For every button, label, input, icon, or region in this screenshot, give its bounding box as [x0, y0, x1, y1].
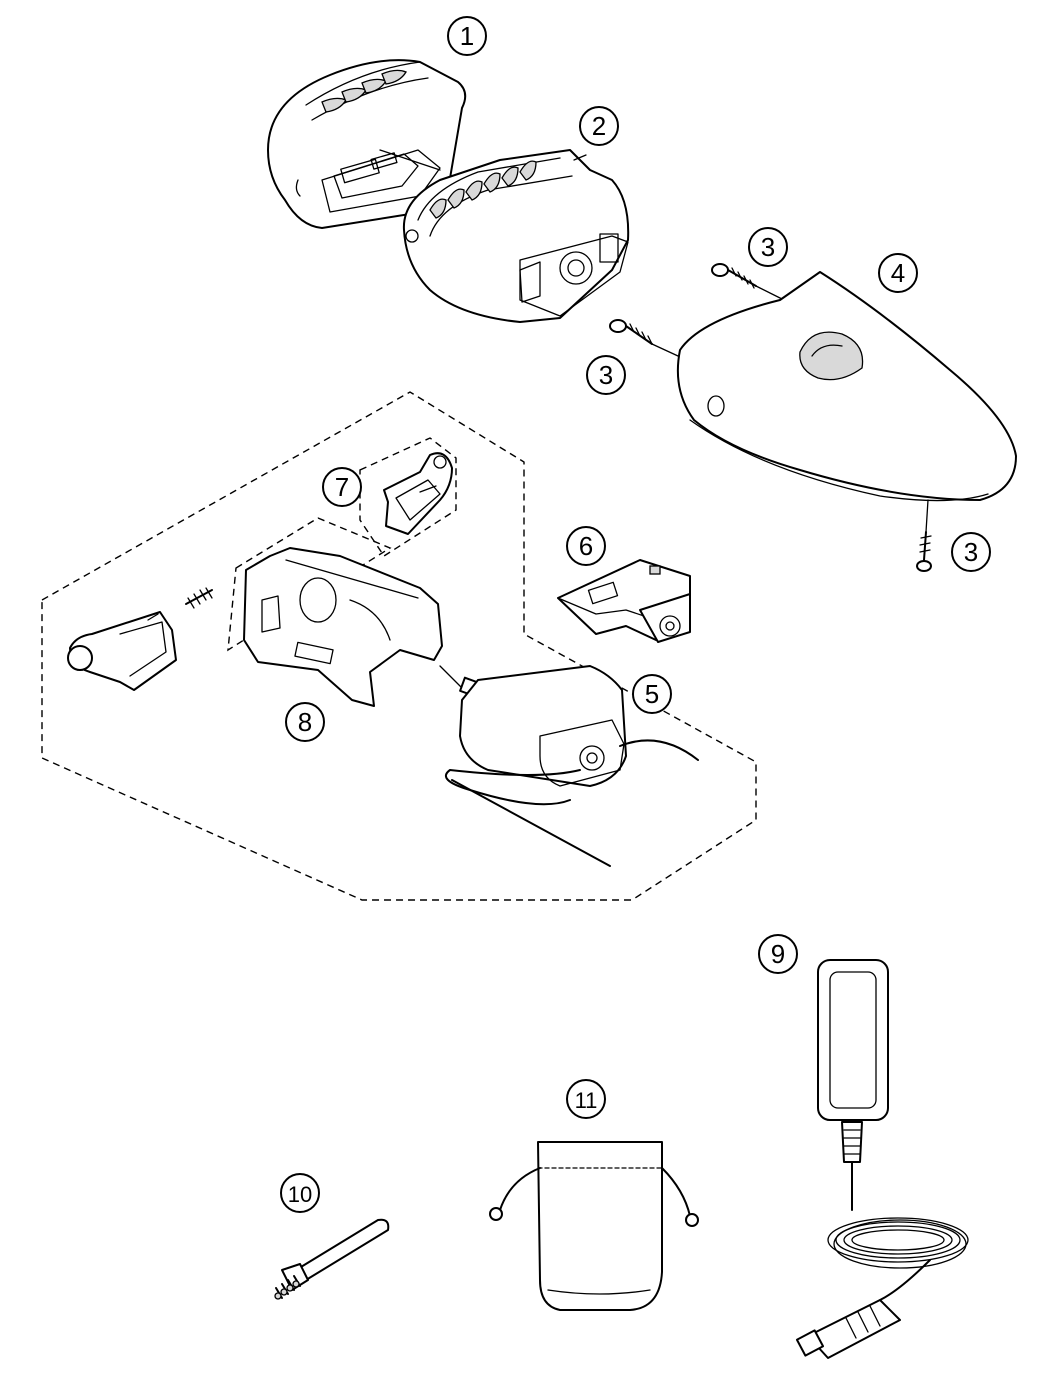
svg-text:1: 1	[460, 21, 474, 51]
epilating-discs	[429, 160, 537, 219]
coiled-cord	[827, 1217, 969, 1269]
svg-text:8: 8	[298, 707, 312, 737]
callout-11: 11	[566, 1079, 606, 1119]
svg-text:10: 10	[288, 1182, 312, 1207]
part-2-epilating-head	[402, 149, 630, 323]
svg-text:3: 3	[599, 360, 613, 390]
callout-3-upper: 3	[748, 227, 788, 267]
callout-10: 10	[280, 1173, 320, 1213]
callout-3-middle: 3	[586, 355, 626, 395]
svg-text:2: 2	[592, 111, 606, 141]
part-8-lever-with-spring	[67, 587, 213, 691]
spring	[185, 587, 213, 609]
part-3-screw-middle	[609, 319, 653, 345]
subgroup-outline-8	[227, 517, 392, 652]
subgroup-outline-7	[359, 437, 457, 557]
part-9-ac-adaptor	[795, 959, 969, 1359]
leader-3-upper	[755, 285, 785, 301]
callout-9: 9	[758, 934, 798, 974]
svg-text:7: 7	[335, 472, 349, 502]
callout-3-lower: 3	[951, 532, 991, 572]
part-6-switch-board	[557, 559, 691, 643]
callout-1: 1	[447, 16, 487, 56]
part-3-screw-lower	[916, 531, 932, 572]
leader-1	[379, 149, 441, 171]
svg-text:3: 3	[964, 537, 978, 567]
part-8-frame	[243, 547, 443, 707]
callout-4: 4	[878, 253, 918, 293]
callout-8: 8	[285, 702, 325, 742]
svg-text:5: 5	[645, 679, 659, 709]
part-7-lever	[383, 452, 453, 535]
part-5-motor	[439, 665, 699, 867]
assembly-group-outline	[41, 391, 757, 901]
callout-5: 5	[632, 674, 672, 714]
callout-7: 7	[322, 467, 362, 507]
part-1-head-cap	[267, 59, 467, 229]
callout-6: 6	[566, 526, 606, 566]
part-10-cleaning-brush	[274, 1218, 390, 1300]
svg-text:3: 3	[761, 232, 775, 262]
svg-text:9: 9	[771, 939, 785, 969]
leader-2	[573, 154, 587, 161]
callout-2: 2	[579, 106, 619, 146]
part-3-screw-upper	[711, 263, 757, 289]
svg-text:4: 4	[891, 258, 905, 288]
leader-3-lower	[925, 499, 929, 533]
part-11-pouch	[489, 1141, 699, 1311]
svg-text:6: 6	[579, 531, 593, 561]
part-4-housing-cover	[676, 271, 1017, 502]
svg-text:11: 11	[575, 1088, 598, 1113]
leader-3-middle	[651, 343, 679, 357]
callout-labels: 1 2 3 3 3 4 5 6	[280, 16, 991, 1213]
